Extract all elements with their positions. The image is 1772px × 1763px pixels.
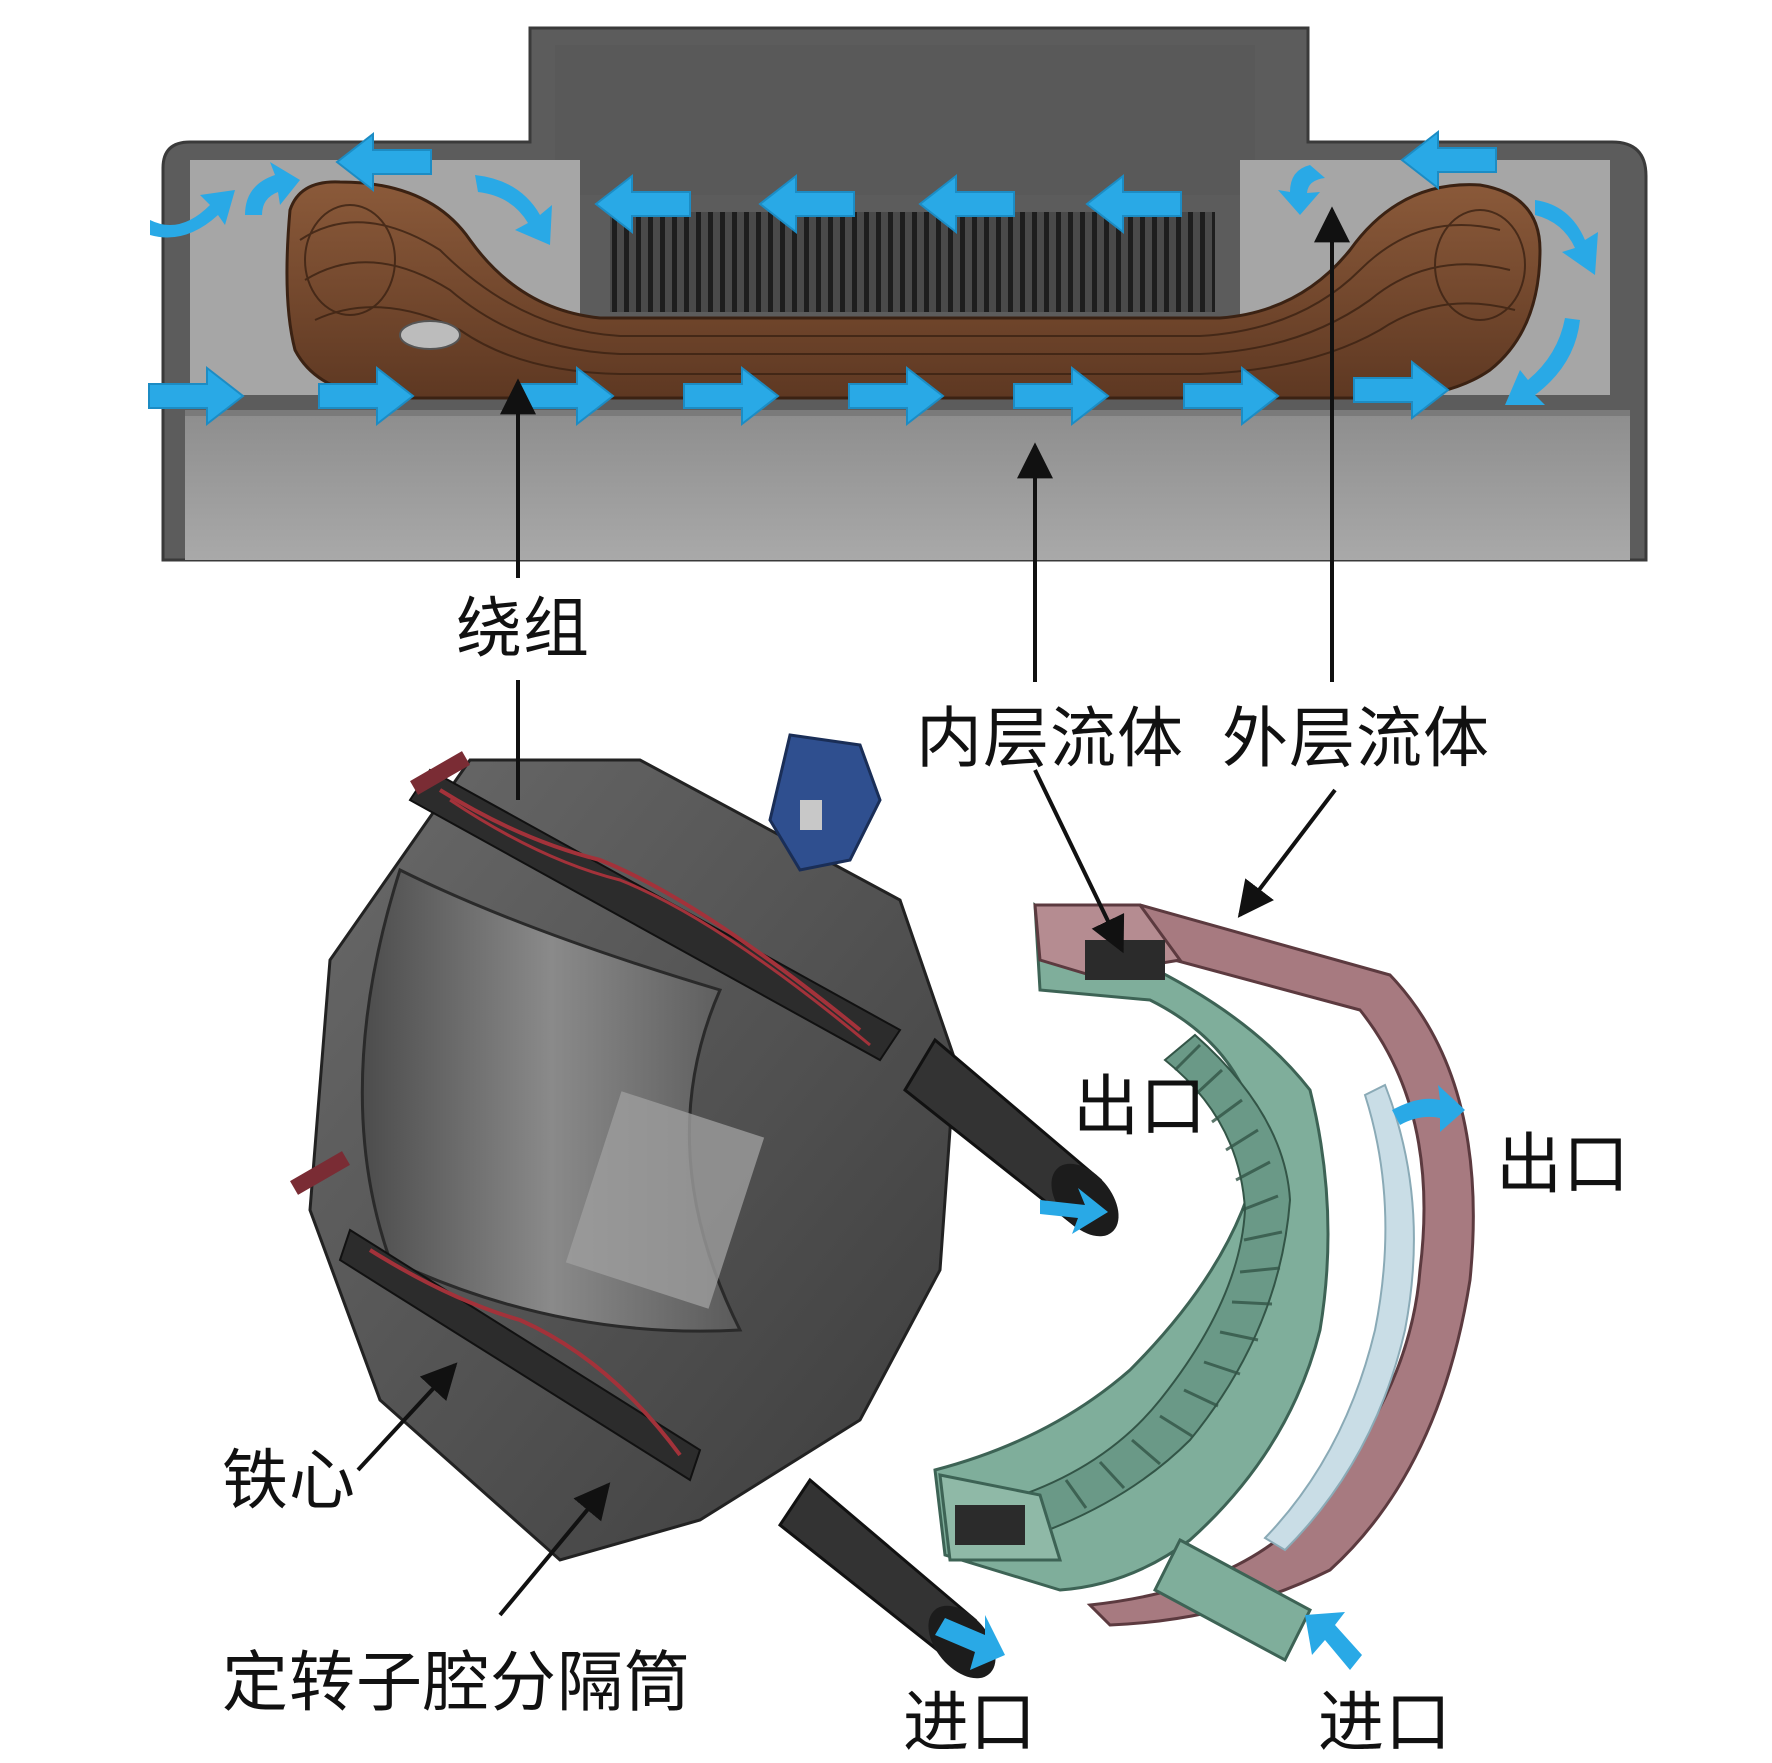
housing-top-block [555, 45, 1255, 195]
housing-base [185, 410, 1630, 560]
label-sleeve: 定转子腔分隔筒 [222, 1644, 691, 1721]
cross-section-view [148, 26, 1648, 682]
label-inlet-right: 进口 [1318, 1684, 1452, 1761]
label-inlet-left: 进口 [903, 1684, 1037, 1761]
outer-flow-arrows [150, 131, 1598, 405]
connector-block [768, 733, 882, 872]
label-winding: 绕组 [456, 590, 590, 667]
leader-iron-core [356, 1362, 458, 1472]
label-iron-core: 铁心 [222, 1442, 356, 1519]
label-inner-fluid: 内层流体 [916, 700, 1184, 777]
jacket-ribs [1028, 1043, 1283, 1525]
label-outlet-left: 出口 [1073, 1068, 1207, 1145]
motor-cutaway-view [290, 680, 1119, 1679]
leader-sleeve [498, 1482, 611, 1617]
leader-outer-fluid-jacket [1237, 788, 1337, 918]
leader-inner-fluid-jacket [1033, 769, 1125, 954]
cooling-jacket-view [933, 769, 1475, 1670]
winding-strands [299, 204, 1526, 375]
stator-core-fins [610, 212, 1215, 312]
label-outlet-right: 出口 [1496, 1126, 1630, 1203]
label-outer-fluid: 外层流体 [1222, 700, 1490, 777]
